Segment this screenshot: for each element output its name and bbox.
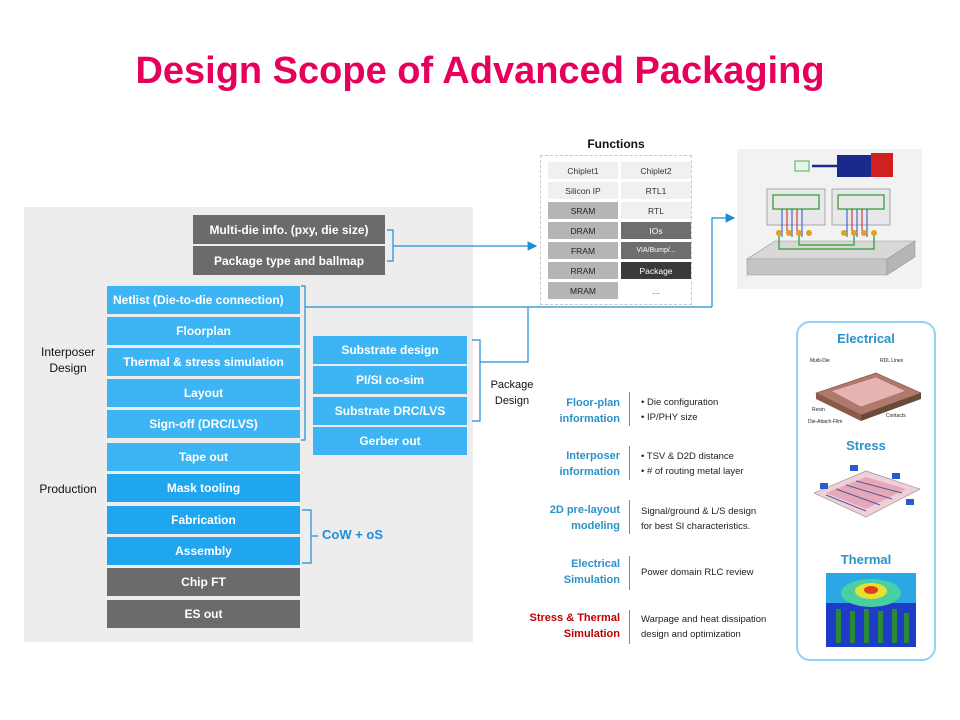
- gerber-out-block: Gerber out: [313, 427, 467, 455]
- thermal-image: [826, 573, 916, 647]
- func-rtl: RTL: [621, 202, 691, 219]
- desc-line: Warpage and heat dissipation: [641, 614, 767, 625]
- functions-table: Chiplet1 Silicon IP SRAM DRAM FRAM RRAM …: [540, 155, 692, 305]
- floorplan-info-label: Floor-plan information: [559, 397, 621, 425]
- bullet: •: [641, 397, 647, 408]
- func-fram: FRAM: [548, 242, 618, 259]
- fabrication-block: Fabrication: [107, 506, 300, 534]
- interposer-info-label: Interposer information: [559, 450, 621, 478]
- floorplan-info-desc: • Die configuration • IP/PHY size: [641, 395, 791, 425]
- desc-line: # of routing metal layer: [646, 466, 744, 477]
- mask-tooling-block: Mask tooling: [107, 474, 300, 502]
- stress-thermal-desc: Warpage and heat dissipation design and …: [641, 612, 791, 642]
- tag-multi-die: Multi-Die: [810, 358, 830, 364]
- tag-rdl-lines: RDL Lines: [880, 358, 904, 364]
- func-dram: DRAM: [548, 222, 618, 239]
- multi-die-info-block: Multi-die info. (pxy, die size): [193, 215, 385, 244]
- pisi-cosim-block: PI/SI co-sim: [313, 366, 467, 394]
- desc-line: Power domain RLC review: [641, 567, 754, 578]
- separator: [629, 500, 630, 534]
- package-3d-illustration: [737, 149, 922, 289]
- tag-contacts: Contacts: [886, 413, 906, 419]
- bullet: •: [641, 412, 647, 423]
- production-label: Production: [39, 482, 97, 496]
- electrical-image: Multi-Die RDL Lines Resin Contacts Die-A…: [806, 353, 928, 429]
- electrical-sim-label: Electrical Simulation: [563, 558, 620, 586]
- func-chiplet2: Chiplet2: [621, 162, 691, 179]
- electrical-sim-desc: Power domain RLC review: [641, 565, 791, 580]
- func-silicon-ip: Silicon IP: [548, 182, 618, 199]
- func-sram: SRAM: [548, 202, 618, 219]
- func-via-bump: VIA/Bump/...: [621, 242, 691, 259]
- separator: [629, 446, 630, 480]
- func-chiplet1: Chiplet1: [548, 162, 618, 179]
- bullet: •: [641, 466, 647, 477]
- stress-thermal-label: Stress & Thermal Simulation: [529, 612, 620, 640]
- bullet: •: [641, 451, 647, 462]
- desc-line: Signal/ground & L/S design: [641, 506, 757, 517]
- tag-resin: Resin: [812, 407, 825, 413]
- page-title: Design Scope of Advanced Packaging: [135, 50, 825, 92]
- desc-line: TSV & D2D distance: [646, 451, 734, 462]
- electrical-heading: Electrical: [837, 331, 895, 346]
- desc-line: for best SI characteristics.: [641, 521, 751, 532]
- functions-title: Functions: [587, 137, 645, 151]
- separator: [629, 610, 630, 644]
- assembly-block: Assembly: [107, 537, 300, 565]
- simulation-sidebar: Electrical Multi-Die RDL Lines Resin Con…: [796, 321, 936, 661]
- desc-line: Die configuration: [646, 397, 719, 408]
- func-rtl1: RTL1: [621, 182, 691, 199]
- signoff-block: Sign-off (DRC/LVS): [107, 410, 300, 438]
- tapeout-block: Tape out: [107, 443, 300, 471]
- arrow-to-3d-view: [711, 213, 736, 307]
- cow-os-label: CoW + oS: [322, 527, 384, 542]
- chip-ft-block: Chip FT: [107, 568, 300, 596]
- separator: [629, 556, 630, 590]
- func-rram: RRAM: [548, 262, 618, 279]
- package-design-label: Package Design: [490, 379, 534, 407]
- func-package: Package: [621, 262, 691, 279]
- func-ios: IOs: [621, 222, 691, 239]
- separator: [629, 392, 630, 426]
- thermal-heading: Thermal: [840, 552, 892, 567]
- interposer-design-label: Interposer Design: [40, 345, 96, 375]
- stress-image: [813, 465, 921, 518]
- desc-line: IP/PHY size: [646, 412, 698, 423]
- stress-heading: Stress: [846, 438, 886, 453]
- tag-die-attach-film: Die-Attach-Film: [808, 419, 842, 425]
- prelayout-desc: Signal/ground & L/S design for best SI c…: [641, 504, 791, 534]
- interposer-info-desc: • TSV & D2D distance • # of routing meta…: [641, 449, 791, 479]
- substrate-design-block: Substrate design: [313, 336, 467, 364]
- layout-block: Layout: [107, 379, 300, 407]
- thermal-stress-block: Thermal & stress simulation: [107, 348, 300, 376]
- substrate-drc-block: Substrate DRC/LVS: [313, 397, 467, 425]
- func-mram: MRAM: [548, 282, 618, 299]
- es-out-block: ES out: [107, 600, 300, 628]
- desc-line: design and optimization: [641, 629, 741, 640]
- package-type-block: Package type and ballmap: [193, 246, 385, 275]
- prelayout-label: 2D pre-layout modeling: [549, 504, 620, 532]
- netlist-block: Netlist (Die-to-die connection): [107, 286, 300, 314]
- func-ellipsis: ...: [621, 282, 691, 299]
- floorplan-block: Floorplan: [107, 317, 300, 345]
